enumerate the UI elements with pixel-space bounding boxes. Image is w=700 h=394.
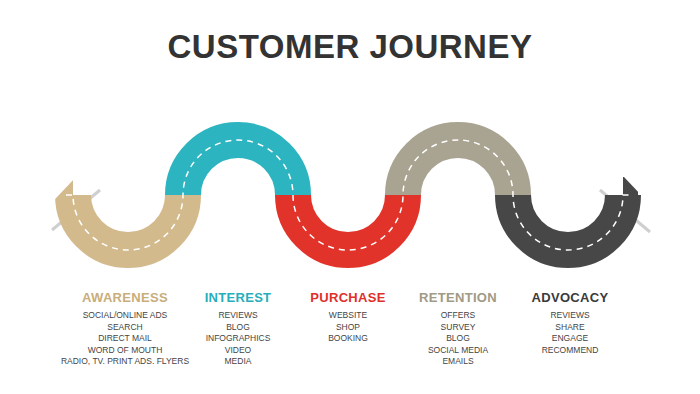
stage-item: VIDEO: [205, 345, 272, 357]
road-segment: [73, 195, 183, 250]
stage-item: SURVEY: [419, 322, 497, 334]
road-end-cut: [624, 170, 660, 215]
stage-item: SOCIAL/ONLINE ADS: [61, 310, 189, 322]
stage-item: WORD OF MOUTH: [61, 345, 189, 357]
stage-item: BOOKING: [310, 333, 385, 345]
stage-item: SEARCH: [61, 322, 189, 334]
stage-heading: PURCHASE: [310, 290, 385, 306]
stage-heading: ADVOCACY: [532, 290, 609, 306]
stage-item: DIRECT MAIL: [61, 333, 189, 345]
stage-item: OFFERS: [419, 310, 497, 322]
road-centre-line: [66, 140, 632, 250]
stage-item: BLOG: [205, 322, 272, 334]
stage-item: RADIO, TV. PRINT ADS. FLYERS: [61, 356, 189, 368]
stage-item: SOCIAL MEDIA: [419, 345, 497, 357]
stage-item: RECOMMEND: [532, 345, 609, 357]
road-segment: [183, 140, 293, 195]
stage-item: EMAILS: [419, 356, 497, 368]
road-segment: [513, 195, 623, 250]
stage-item: MEDIA: [205, 356, 272, 368]
stage-heading: AWARENESS: [61, 290, 189, 306]
stage-item: SHOP: [310, 322, 385, 334]
stage-column: INTEREST REVIEWSBLOGINFOGRAPHICSVIDEOMEDI…: [205, 290, 272, 368]
stage-item: REVIEWS: [205, 310, 272, 322]
stage-item: BLOG: [419, 333, 497, 345]
stage-column: AWARENESS SOCIAL/ONLINE ADSSEARCHDIRECT M…: [61, 290, 189, 368]
stage-column: RETENTION OFFERSSURVEYBLOGSOCIAL MEDIAEMA…: [419, 290, 497, 368]
diagram-title: CUSTOMER JOURNEY: [0, 28, 700, 66]
stage-item: SHARE: [532, 322, 609, 334]
stage-item: ENGAGE: [532, 333, 609, 345]
road-segment: [403, 140, 513, 195]
stage-column: PURCHASE WEBSITESHOPBOOKING: [310, 290, 385, 345]
road-segment: [293, 195, 403, 250]
stage-item: REVIEWS: [532, 310, 609, 322]
stage-item: INFOGRAPHICS: [205, 333, 272, 345]
stage-heading: INTEREST: [205, 290, 272, 306]
stage-heading: RETENTION: [419, 290, 497, 306]
stage-item: WEBSITE: [310, 310, 385, 322]
road-end-cut: [40, 170, 76, 215]
stage-column: ADVOCACY REVIEWSSHAREENGAGERECOMMEND: [532, 290, 609, 356]
